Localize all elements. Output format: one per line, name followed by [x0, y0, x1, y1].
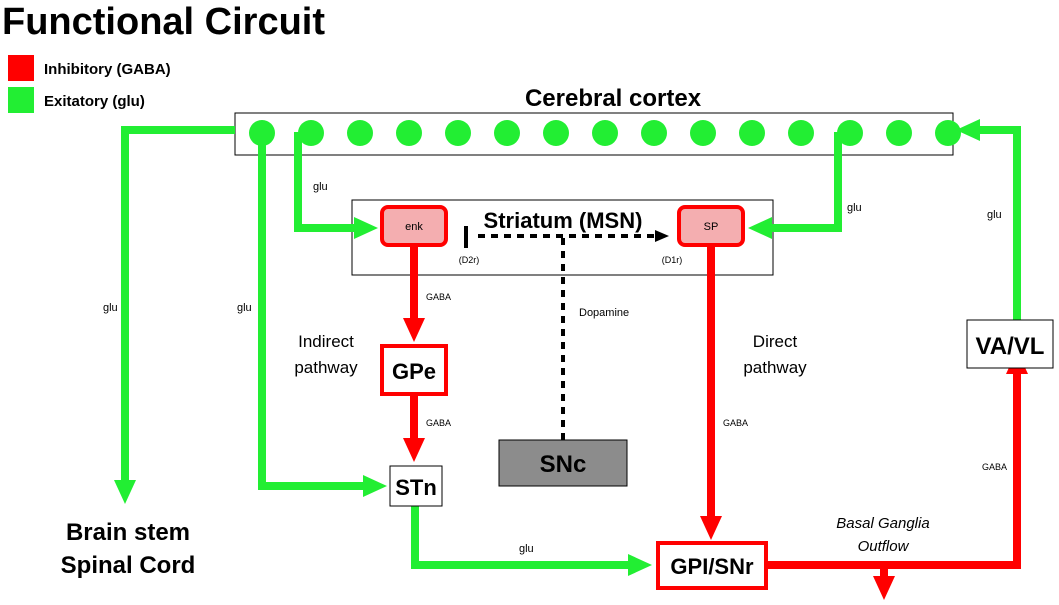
- glu-label-stn-gpi: glu: [519, 543, 534, 555]
- cortex-neuron: [396, 120, 422, 146]
- gaba-label-sp-gpi: GABA: [723, 418, 748, 428]
- cortex-neuron: [641, 120, 667, 146]
- gaba-label-gpi-vavl: GABA: [982, 462, 1007, 472]
- cortex-neuron: [739, 120, 765, 146]
- dopamine-label: Dopamine: [579, 307, 629, 319]
- excitatory-paths: [114, 119, 1021, 576]
- cortex-neuron: [788, 120, 814, 146]
- sp-label: SP: [704, 221, 719, 233]
- arrow-cortex-to-stn: [258, 132, 387, 497]
- snc-label: SNc: [540, 451, 587, 478]
- enk-label: enk: [405, 221, 423, 233]
- arrow-cortex-to-brainstem: [114, 126, 235, 504]
- dopamine-paths: [464, 226, 669, 440]
- cortex-neuron: [298, 120, 324, 146]
- glu-label-cortex-sp: glu: [847, 202, 862, 214]
- cortex-neuron: [935, 120, 961, 146]
- cortex-neuron: [494, 120, 520, 146]
- cortex-neuron: [837, 120, 863, 146]
- d2r-label: (D2r): [459, 255, 480, 265]
- arrow-cortex-to-enk: [294, 132, 378, 239]
- va-vl-box: [966, 319, 1054, 369]
- arrow-vavl-to-cortex: [956, 119, 1021, 320]
- sp-box: [677, 205, 745, 247]
- gaba-label-gpe-stn: GABA: [426, 418, 451, 428]
- glu-label-brainstem: glu: [103, 302, 118, 314]
- gpe-label: GPe: [392, 359, 436, 384]
- d1r-label: (D1r): [662, 255, 683, 265]
- glu-label-cortex-enk: glu: [313, 181, 328, 193]
- cortex-neurons: [249, 120, 961, 146]
- gaba-label-enk-gpe: GABA: [426, 292, 451, 302]
- brainstem-label-line1: Brain stem: [66, 519, 190, 546]
- outflow-label-line1: Basal Ganglia: [836, 515, 929, 532]
- legend-swatch-excitatory: [8, 87, 34, 113]
- direct-pathway-label-line2: pathway: [743, 358, 807, 377]
- direct-pathway-label-line1: Direct: [753, 332, 798, 351]
- cortex-neuron: [543, 120, 569, 146]
- cortex-neuron: [886, 120, 912, 146]
- va-vl-label: VA/VL: [976, 333, 1045, 360]
- cerebral-cortex-label: Cerebral cortex: [525, 85, 702, 112]
- cortex-neuron: [445, 120, 471, 146]
- cortex-neuron: [690, 120, 716, 146]
- arrow-cortex-to-sp: [748, 132, 842, 239]
- indirect-pathway-label-line1: Indirect: [298, 332, 354, 351]
- legend-label-inhibitory: Inhibitory (GABA): [44, 61, 171, 78]
- legend-swatch-inhibitory: [8, 55, 34, 81]
- striatum-label: Striatum (MSN): [484, 208, 643, 233]
- stn-box: [389, 465, 443, 507]
- snc-box: [498, 439, 628, 487]
- inhibitory-paths: [403, 244, 1028, 600]
- stn-label: STn: [395, 475, 437, 500]
- glu-label-stn: glu: [237, 302, 252, 314]
- legend-label-excitatory: Exitatory (glu): [44, 93, 145, 110]
- outflow-label-line2: Outflow: [858, 538, 910, 555]
- arrow-gpi-to-vavl: [766, 350, 1028, 569]
- glu-label-vavl: glu: [987, 209, 1002, 221]
- gpe-box: [380, 344, 448, 396]
- gpi-snr-label: GPI/SNr: [670, 554, 754, 579]
- enk-box: [380, 205, 448, 247]
- brainstem-label-line2: Spinal Cord: [61, 552, 196, 579]
- diagram-title: Functional Circuit: [2, 1, 325, 43]
- cortex-neuron: [347, 120, 373, 146]
- cortex-neuron: [592, 120, 618, 146]
- gpi-snr-box: [656, 541, 768, 590]
- legend: Inhibitory (GABA) Exitatory (glu): [8, 55, 171, 113]
- arrow-stn-to-gpi: [411, 505, 652, 576]
- indirect-pathway-label-line2: pathway: [294, 358, 358, 377]
